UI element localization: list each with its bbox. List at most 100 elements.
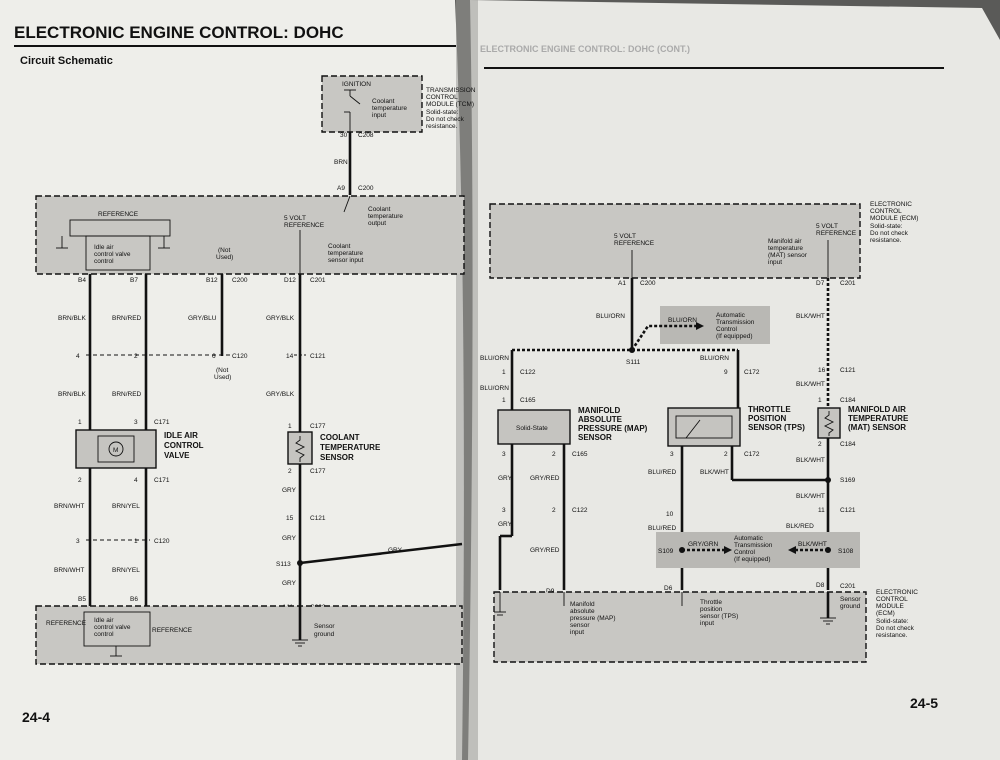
atc-bottom-4: (If equipped) — [734, 556, 771, 563]
pin-b6: B6 — [130, 596, 138, 603]
wire-label-gry-4: GRY — [282, 580, 297, 587]
connector-c201-right: C201 — [840, 280, 856, 287]
connector-c184-top: C184 — [840, 397, 856, 404]
svg-text:resistance.: resistance. — [870, 237, 902, 244]
pin-1-c184: 1 — [818, 397, 822, 404]
wire-label-blu-orn-4: BLU/ORN — [480, 385, 509, 392]
pin-2-c122: 2 — [552, 507, 556, 514]
ecm-mat-input-4: input — [768, 259, 782, 266]
wire-label-gry-red-2: GRY/RED — [530, 547, 560, 554]
wire-label-gry-3: GRY — [388, 547, 403, 554]
connector-c184-bottom: C184 — [840, 441, 856, 448]
splice-s113-label: S113 — [276, 561, 291, 568]
svg-text:Do not check: Do not check — [876, 625, 915, 632]
pin-1-c165: 1 — [502, 397, 506, 404]
ecm-5v-ref-2: REFERENCE — [284, 222, 325, 229]
pin-30: 30 — [340, 132, 348, 139]
connector-c200-right: C200 — [640, 280, 656, 287]
ecm-bottom-module-left — [35, 605, 463, 665]
pin-d7: D7 — [816, 280, 825, 287]
wire-label-brn-blk: BRN/BLK — [58, 315, 86, 322]
ecm-coolant-sensor-input-3: sensor input — [328, 257, 364, 264]
svg-text:ELECTRONIC: ELECTRONIC — [870, 201, 912, 208]
ecm-map-input-1: Manifold — [570, 601, 595, 608]
ecm-top-module-left — [35, 195, 465, 275]
pin-14: 14 — [286, 353, 294, 360]
ecm-not-used-2: Used) — [216, 254, 233, 261]
ecm-bottom-sensor-ground-2: ground — [314, 631, 335, 638]
connector-c165-top: C165 — [520, 397, 536, 404]
ecm-coolant-output-1: Coolant — [368, 206, 391, 213]
svg-text:CONTROL: CONTROL — [870, 208, 902, 215]
ecm-bottom-reference-right: REFERENCE — [152, 627, 193, 634]
wire-label-brn-wht-2: BRN/WHT — [54, 567, 84, 574]
svg-text:(ECM): (ECM) — [876, 610, 895, 617]
ecm-right-sensor-ground-2: ground — [840, 603, 861, 610]
wire-label-blk-red: BLK/RED — [786, 523, 814, 530]
faded-header: ELECTRONIC ENGINE CONTROL: DOHC (CONT.) — [480, 44, 690, 54]
wire-label-brn-wht: BRN/WHT — [54, 503, 84, 510]
tps-label-1: THROTTLE — [748, 405, 791, 414]
not-used-2a: (Not — [216, 367, 228, 374]
wire-label-brn-yel: BRN/YEL — [112, 503, 140, 510]
pin-1-c177: 1 — [288, 423, 292, 430]
connector-c122-top: C122 — [520, 369, 536, 376]
svg-text:TRANSMISSION: TRANSMISSION — [426, 87, 476, 94]
tcm-coolant-input-1: Coolant — [372, 98, 395, 105]
svg-text:ELECTRONIC: ELECTRONIC — [876, 589, 918, 596]
connector-c200-top: C200 — [232, 277, 248, 284]
splice-s169 — [825, 477, 831, 483]
wire-label-blk-wht-4: BLK/WHT — [796, 457, 825, 464]
ecm-right-sensor-ground-1: Sensor — [840, 596, 861, 603]
connector-c201-top: C201 — [310, 277, 326, 284]
pin-1-c120: 1 — [134, 538, 138, 545]
map-label-2: ABSOLUTE — [578, 415, 623, 424]
map-label-4: SENSOR — [578, 433, 612, 442]
atc-top-4: (If equipped) — [716, 333, 753, 340]
ecm-left-iac-control-2: control valve — [94, 251, 131, 258]
wire-label-blk-wht-3: BLK/WHT — [700, 469, 729, 476]
pin-2-c171: 2 — [78, 477, 82, 484]
iac-valve-label-1: IDLE AIR — [164, 431, 198, 440]
tcm-coolant-input-2: temperature — [372, 105, 407, 112]
svg-text:MODULE (TCM): MODULE (TCM) — [426, 101, 474, 108]
wire-label-blk-wht-5: BLK/WHT — [796, 493, 825, 500]
pin-2-map: 2 — [552, 451, 556, 458]
splice-s108-label: S108 — [838, 548, 854, 555]
tcm-module-label: TRANSMISSION CONTROL MODULE (TCM) Solid-… — [426, 87, 476, 130]
svg-text:Do not check: Do not check — [870, 230, 909, 237]
pin-3-tps: 3 — [670, 451, 674, 458]
ecm-left-iac-control-3: control — [94, 258, 114, 265]
wire-label-gry-blk: GRY/BLK — [266, 315, 295, 322]
pin-10: 10 — [666, 511, 674, 518]
pin-b4: B4 — [78, 277, 86, 284]
pin-11: 11 — [818, 507, 825, 514]
wire-label-gry-blk-2: GRY/BLK — [266, 391, 295, 398]
map-solid-state: Solid-State — [516, 425, 548, 432]
connector-c172-bottom: C172 — [744, 451, 760, 458]
coolant-sensor-label-2: TEMPERATURE — [320, 443, 381, 452]
svg-text:CONTROL: CONTROL — [426, 94, 458, 101]
wire-label-gry-blu: GRY/BLU — [188, 315, 217, 322]
spine-shadow — [456, 0, 478, 760]
wire-label-brn: BRN — [334, 159, 348, 166]
mat-label-3: (MAT) SENSOR — [848, 423, 906, 432]
ecm-not-used-1: (Not — [218, 247, 230, 254]
ecm-coolant-output-3: output — [368, 220, 386, 227]
ecm-map-input-2: absolute — [570, 608, 595, 615]
tps-label-2: POSITION — [748, 414, 786, 423]
atc-bottom-1: Automatic — [734, 535, 764, 542]
wire-label-gry-r1: GRY — [498, 475, 513, 482]
pin-d12: D12 — [284, 277, 296, 284]
ecm-map-input-4: sensor — [570, 622, 590, 629]
connector-c165-bottom: C165 — [572, 451, 588, 458]
ecm-bottom-iac-3: control — [94, 631, 114, 638]
ecm-map-input-3: pressure (MAP) — [570, 615, 616, 622]
connector-c171-bottom: C171 — [154, 477, 170, 484]
wire-label-gry-grn: GRY/GRN — [688, 541, 719, 548]
connector-c121-top: C121 — [310, 353, 326, 360]
atc-bottom-2: Transmission — [734, 542, 773, 549]
ecm-right-5v-right-1: 5 VOLT — [816, 223, 838, 230]
connector-c200-a9: C200 — [358, 185, 374, 192]
